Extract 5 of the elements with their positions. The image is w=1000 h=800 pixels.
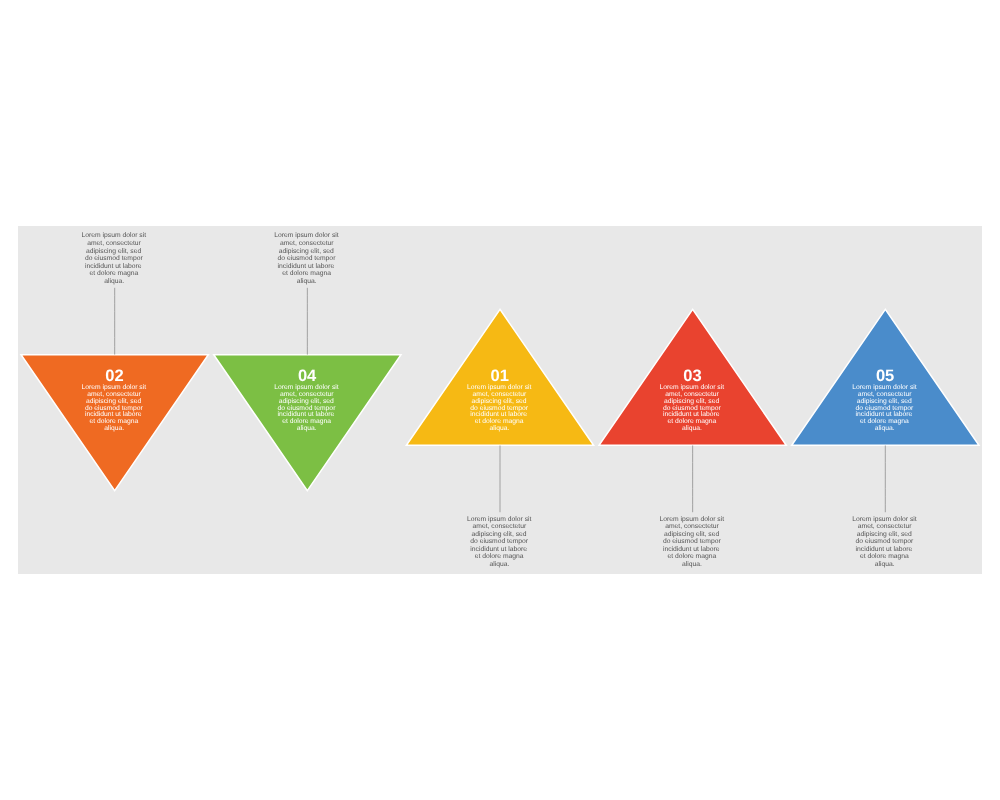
- connector: [692, 445, 694, 513]
- connector: [499, 445, 501, 513]
- connector: [306, 287, 308, 355]
- connector: [884, 445, 886, 513]
- connector: [114, 287, 116, 355]
